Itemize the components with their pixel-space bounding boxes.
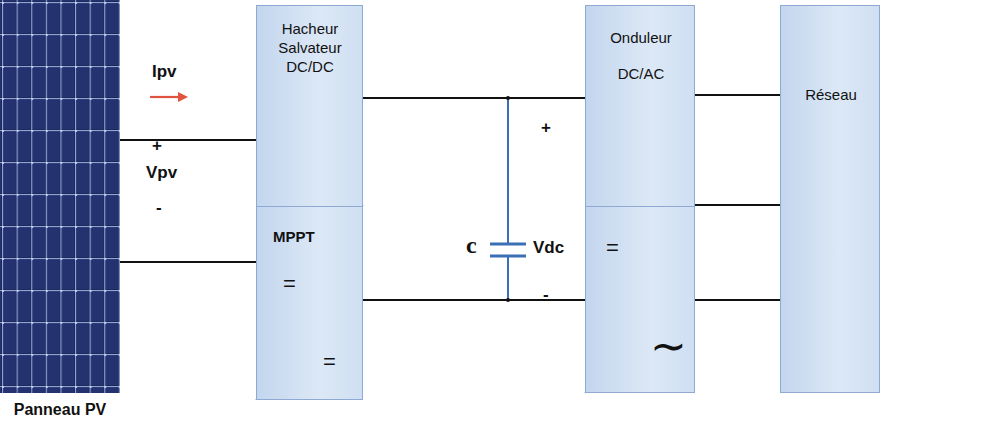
box-title: Panneau PV (14, 400, 106, 420)
converter-box: Onduleur DC/AC = ∼ (585, 5, 695, 393)
box-title: Onduleur DC/AC (606, 20, 676, 92)
box-symbol: = (283, 270, 296, 298)
box-symbol: MPPT (273, 228, 315, 247)
wire (695, 95, 780, 96)
signal-label: + (152, 136, 162, 156)
wire (695, 205, 780, 206)
signal-label: Vdc (533, 238, 564, 258)
signal-label: Vpv (146, 163, 177, 183)
converter-box: Hacheur Salvateur DC/DC MPPT = = (256, 5, 363, 400)
wire (695, 300, 780, 301)
box-symbol: ∼ (650, 318, 687, 373)
signal-label: + (541, 118, 551, 138)
box-title: Réseau (805, 86, 857, 105)
wire (120, 262, 256, 263)
box-symbol: = (606, 234, 619, 262)
signal-label: - (543, 285, 549, 305)
current-arrow (150, 96, 180, 98)
box-divider (586, 206, 694, 207)
box-symbol: = (323, 348, 336, 376)
signal-label: Ipv (152, 62, 177, 82)
converter-box: Réseau (780, 5, 880, 393)
wire (120, 140, 256, 141)
box-divider (257, 206, 362, 207)
pv-cells (0, 0, 120, 393)
box-title: Hacheur Salvateur DC/DC (265, 20, 355, 76)
capacitor-symbol (490, 98, 526, 300)
signal-label: - (156, 198, 162, 218)
arrow-head (178, 92, 188, 102)
signal-label: c (466, 232, 477, 259)
wire (363, 300, 585, 301)
wire (363, 98, 585, 99)
pv-panel: Panneau PV (0, 0, 120, 393)
